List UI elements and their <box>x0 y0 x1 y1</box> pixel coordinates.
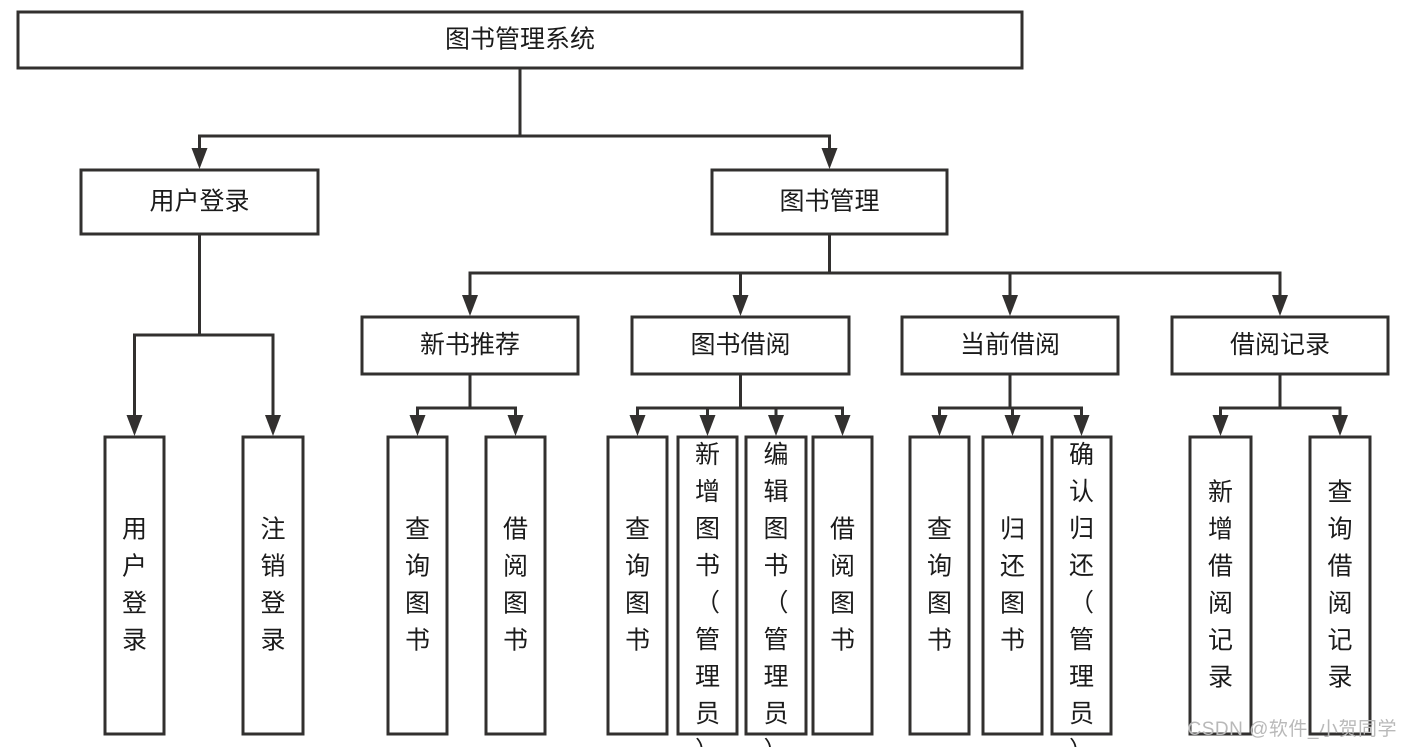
node-label: 用户登录 <box>149 188 249 216</box>
node-box[interactable] <box>484 435 547 736</box>
node-leaf_9[interactable]: 归还图书 <box>981 435 1044 736</box>
node-box[interactable] <box>981 435 1044 736</box>
node-leaf_12[interactable]: 查询借阅记录 <box>1308 435 1372 736</box>
node-leaf_7[interactable]: 借阅图书 <box>811 435 874 736</box>
node-label: 查询图书 <box>625 516 650 655</box>
arrow-head-icon <box>768 415 784 436</box>
node-l2_0[interactable]: 新书推荐 <box>360 315 580 376</box>
nodes-layer: 图书管理系统用户登录图书管理新书推荐图书借阅当前借阅借阅记录用户登录注销登录查询… <box>16 10 1390 747</box>
arrow-head-icon <box>191 148 208 169</box>
node-label: 借阅图书 <box>830 516 855 655</box>
csdn-watermark: CSDN @软件_小贺同学 <box>1187 719 1397 740</box>
node-label: 借阅图书 <box>503 516 528 655</box>
arrow-head-icon <box>265 415 281 436</box>
node-box[interactable] <box>1188 435 1253 736</box>
node-box[interactable] <box>710 168 949 236</box>
node-box[interactable] <box>908 435 971 736</box>
node-leaf_1[interactable]: 注销登录 <box>241 435 305 736</box>
node-box[interactable] <box>676 435 739 736</box>
node-box[interactable] <box>103 435 166 736</box>
node-leaf_4[interactable]: 查询图书 <box>606 435 669 736</box>
edge-group-records-children <box>1212 372 1348 436</box>
arrow-head-icon <box>699 415 716 436</box>
node-box[interactable] <box>16 10 1024 70</box>
node-leaf_6[interactable]: 编辑图书（管理员） <box>744 435 808 747</box>
edge-group-books-children <box>462 232 1288 316</box>
arrow-head-icon <box>1002 295 1018 316</box>
arrow-head-icon <box>1073 415 1090 436</box>
node-box[interactable] <box>744 435 808 736</box>
node-root[interactable]: 图书管理系统 <box>16 10 1024 70</box>
node-label: 当前借阅 <box>960 331 1060 359</box>
node-l1_0[interactable]: 用户登录 <box>79 168 320 236</box>
arrow-head-icon <box>629 415 646 436</box>
node-box[interactable] <box>1170 315 1390 376</box>
arrow-head-icon <box>1272 295 1288 316</box>
node-box[interactable] <box>360 315 580 376</box>
edge-group-recommend-children <box>409 372 524 436</box>
arrow-head-icon <box>507 415 524 436</box>
node-label: 借阅记录 <box>1230 331 1330 359</box>
node-l2_3[interactable]: 借阅记录 <box>1170 315 1390 376</box>
node-label: 编辑图书（管理员） <box>763 441 788 747</box>
arrow-head-icon <box>462 295 478 316</box>
arrow-head-icon <box>1004 415 1021 436</box>
arrow-head-icon <box>409 415 426 436</box>
node-box[interactable] <box>811 435 874 736</box>
node-box[interactable] <box>630 315 851 376</box>
node-box[interactable] <box>1308 435 1372 736</box>
node-label: 查询图书 <box>405 516 430 655</box>
node-box[interactable] <box>900 315 1120 376</box>
arrow-head-icon <box>126 415 143 436</box>
node-label: 新书推荐 <box>420 331 520 359</box>
node-l2_1[interactable]: 图书借阅 <box>630 315 851 376</box>
node-leaf_2[interactable]: 查询图书 <box>386 435 449 736</box>
node-leaf_0[interactable]: 用户登录 <box>103 435 166 736</box>
node-label: 图书借阅 <box>690 331 790 359</box>
edge-group-login-children <box>126 232 281 436</box>
node-l1_1[interactable]: 图书管理 <box>710 168 949 236</box>
node-leaf_11[interactable]: 新增借阅记录 <box>1188 435 1253 736</box>
edge-group-current-children <box>931 372 1090 436</box>
edge-group-borrow-children <box>629 372 851 436</box>
node-box[interactable] <box>1050 435 1113 736</box>
node-leaf_8[interactable]: 查询图书 <box>908 435 971 736</box>
node-label: 查询图书 <box>927 516 952 655</box>
node-label: 新增借阅记录 <box>1208 479 1233 692</box>
node-box[interactable] <box>241 435 305 736</box>
edges-layer <box>126 66 1348 436</box>
arrow-head-icon <box>1332 415 1348 436</box>
arrow-head-icon <box>1212 415 1229 436</box>
node-label: 新增图书（管理员） <box>695 441 720 747</box>
node-label: 图书管理 <box>779 188 879 216</box>
arrow-head-icon <box>834 415 851 436</box>
node-label: 用户登录 <box>122 516 147 655</box>
node-label: 图书管理系统 <box>445 26 595 54</box>
node-label: 确认归还（管理员） <box>1069 441 1094 747</box>
node-l2_2[interactable]: 当前借阅 <box>900 315 1120 376</box>
arrow-head-icon <box>931 415 948 436</box>
node-label: 查询借阅记录 <box>1327 479 1352 692</box>
node-label: 注销登录 <box>260 516 285 655</box>
arrow-head-icon <box>821 148 838 169</box>
node-leaf_5[interactable]: 新增图书（管理员） <box>676 435 739 747</box>
node-label: 归还图书 <box>1000 516 1025 655</box>
node-box[interactable] <box>606 435 669 736</box>
node-box[interactable] <box>79 168 320 236</box>
node-box[interactable] <box>386 435 449 736</box>
arrow-head-icon <box>732 295 749 316</box>
edge-group-root-children <box>191 66 838 169</box>
node-leaf_10[interactable]: 确认归还（管理员） <box>1050 435 1113 747</box>
node-leaf_3[interactable]: 借阅图书 <box>484 435 547 736</box>
